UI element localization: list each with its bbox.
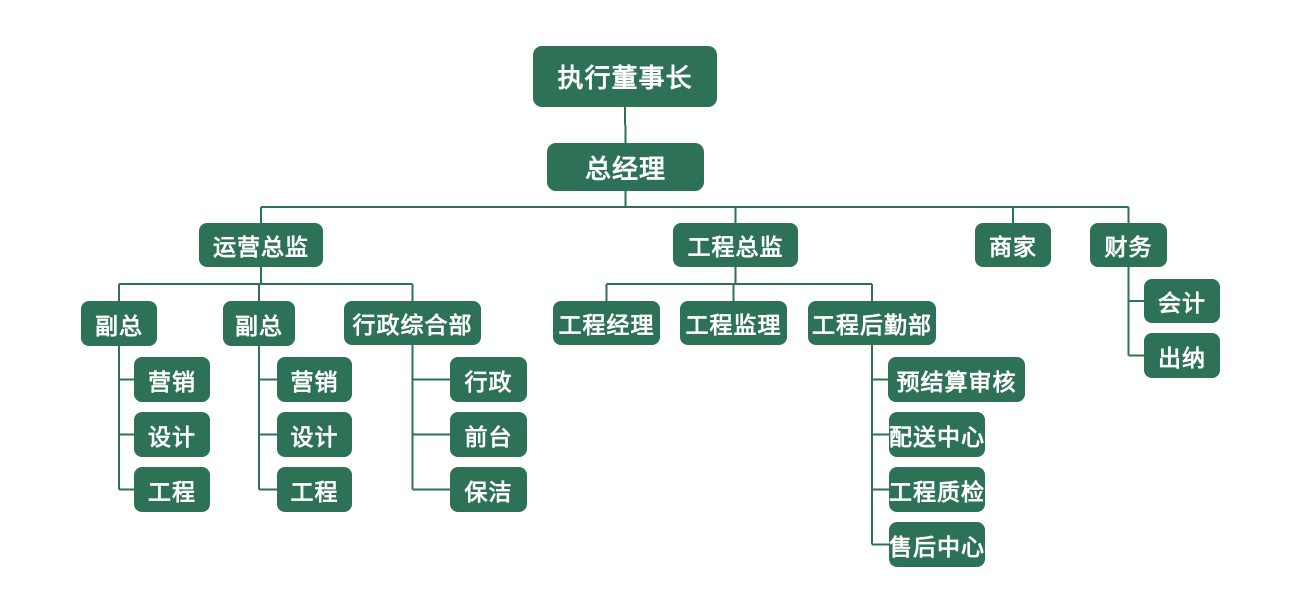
org-node-cashier: 出纳 (1144, 333, 1220, 378)
org-node-accounting: 会计 (1144, 279, 1220, 323)
org-node-pm: 工程经理 (553, 301, 660, 345)
org-node-finance: 财务 (1090, 223, 1167, 267)
org-node-admin-dept: 行政综合部 (344, 301, 481, 345)
org-node-quality: 工程质检 (889, 467, 985, 512)
org-node-vp2-design: 设计 (277, 412, 352, 457)
org-node-vp2-marketing: 营销 (277, 357, 352, 402)
org-node-ops: 运营总监 (199, 223, 323, 267)
org-node-vp1-design: 设计 (134, 412, 210, 457)
org-node-distribution: 配送中心 (889, 412, 985, 457)
org-node-merchant: 商家 (975, 223, 1051, 267)
org-node-supervision: 工程监理 (680, 301, 787, 345)
org-node-vp2: 副总 (223, 301, 295, 346)
org-node-gm: 总经理 (547, 143, 704, 191)
org-node-budget-review: 预结算审核 (888, 357, 1025, 402)
org-node-admin: 行政 (450, 357, 527, 402)
org-node-aftersales: 售后中心 (889, 522, 985, 567)
org-node-vp2-engineering: 工程 (277, 467, 352, 512)
org-node-vp1-engineering: 工程 (134, 467, 210, 512)
org-node-chairman: 执行董事长 (533, 46, 717, 107)
org-node-vp1-marketing: 营销 (134, 357, 210, 402)
org-node-cleaning: 保洁 (450, 467, 527, 512)
org-node-front-desk: 前台 (450, 412, 527, 457)
org-node-vp1: 副总 (81, 301, 157, 346)
org-node-logistics: 工程后勤部 (808, 301, 936, 345)
org-node-eng: 工程总监 (673, 223, 798, 267)
